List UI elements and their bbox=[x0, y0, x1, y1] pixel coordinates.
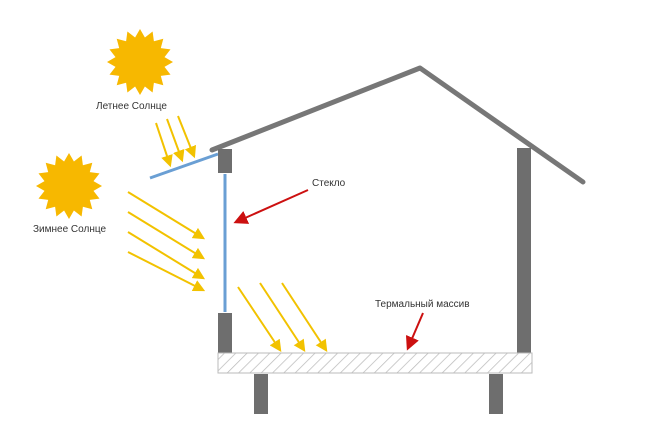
left-wall-lower bbox=[218, 313, 232, 353]
summer-sun-label: Летнее Солнце bbox=[96, 101, 167, 112]
winter-sun-rays bbox=[127, 191, 206, 292]
glass-pointer-arrow bbox=[233, 189, 309, 224]
winter-ray bbox=[127, 211, 206, 260]
roof bbox=[209, 65, 586, 185]
winter-ray bbox=[127, 191, 206, 240]
foundation-post-left bbox=[254, 374, 268, 414]
winter-ray bbox=[127, 231, 206, 280]
thermal-mass-label: Термальный массив bbox=[375, 299, 470, 310]
glass-label: Стекло bbox=[312, 178, 346, 189]
interior-rays bbox=[237, 282, 328, 353]
summer-ray bbox=[155, 122, 173, 168]
summer-sun-icon bbox=[107, 29, 173, 95]
foundation-post-right bbox=[489, 374, 503, 414]
thermal-mass-floor bbox=[217, 352, 533, 374]
summer-ray bbox=[166, 118, 185, 163]
thermal-mass-pointer-arrow bbox=[405, 312, 424, 351]
left-wall-upper bbox=[218, 149, 232, 173]
winter-ray bbox=[127, 251, 206, 292]
right-wall bbox=[517, 148, 531, 353]
roof-overhang bbox=[149, 152, 219, 180]
winter-sun-label: Зимнее Солнце bbox=[33, 224, 107, 235]
interior-ray bbox=[237, 286, 282, 352]
summer-sun-rays bbox=[155, 115, 197, 168]
interior-ray bbox=[281, 282, 328, 353]
summer-ray bbox=[177, 115, 197, 159]
winter-sun-icon bbox=[36, 153, 102, 219]
interior-ray bbox=[259, 282, 306, 353]
